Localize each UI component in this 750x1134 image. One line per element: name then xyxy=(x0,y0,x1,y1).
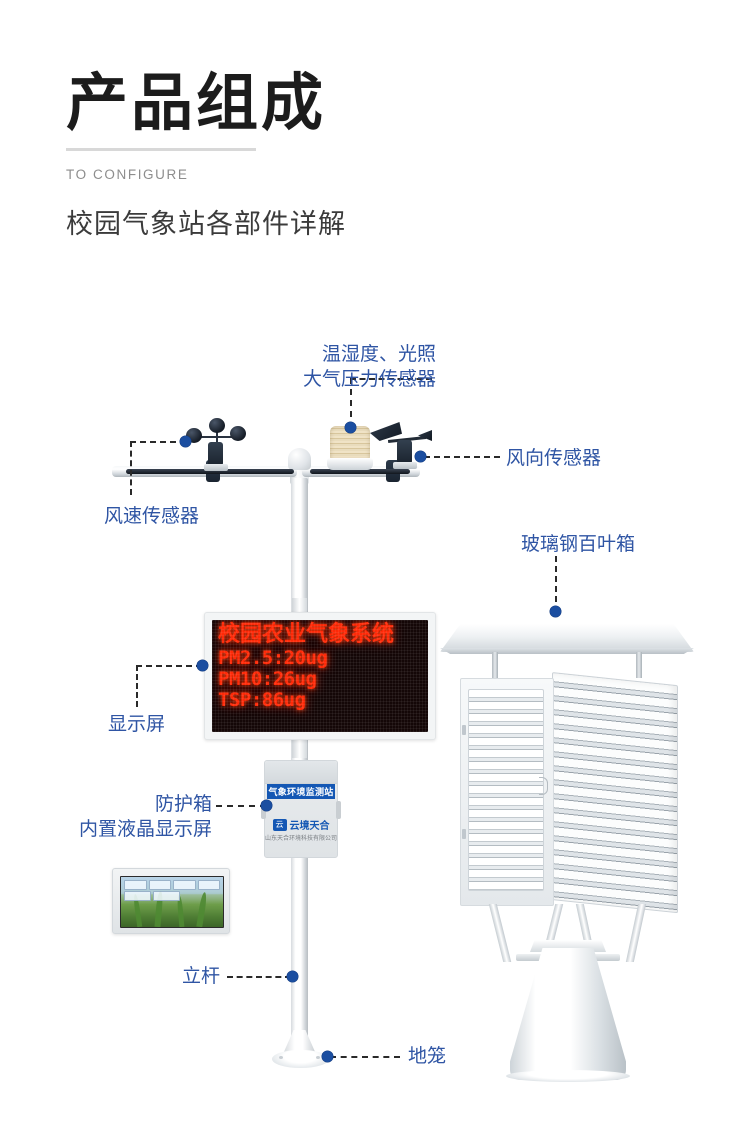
anemometer-body xyxy=(208,442,223,466)
leader-line-protective-box xyxy=(216,805,266,807)
cross-arm-hub xyxy=(288,448,311,470)
callout-label-wind-direction-sensor: 风向传感器 xyxy=(506,447,602,469)
leader-dot-louvered-box xyxy=(550,606,561,617)
sensor-cable-left xyxy=(126,469,294,474)
callout-label-wind-speed-sensor: 风速传感器 xyxy=(104,505,200,527)
callout-label-frp-louvered-box: 玻璃钢百叶箱 xyxy=(521,533,636,555)
protective-box-lid xyxy=(265,761,337,784)
callout-line-2: 大气压力传感器 xyxy=(302,368,436,391)
lcd-data-cell xyxy=(152,891,180,901)
frp-louvered-screen-box xyxy=(432,618,702,1082)
louvered-box-body xyxy=(460,672,678,914)
wind-vane-tip xyxy=(418,430,432,441)
callout-label-pole: 立杆 xyxy=(182,965,221,987)
protective-box-bracket-right xyxy=(336,801,341,819)
led-row-pm25: PM2.5:20ug xyxy=(218,647,328,669)
lcd-screen-surface xyxy=(120,876,224,928)
brand-logo-icon: 云 xyxy=(272,818,287,831)
led-display-screen: 校园农业气象系统 PM2.5:20ug PM10:26ug TSP:86ug xyxy=(204,612,436,740)
stand-leg xyxy=(625,904,647,962)
pedestal-column xyxy=(510,948,626,1080)
page-subtitle-en: TO CONFIGURE xyxy=(66,167,189,182)
lcd-data-cell xyxy=(197,880,220,890)
page-title: 产品组成 xyxy=(66,66,327,139)
product-diagram: 校园农业气象系统 PM2.5:20ug PM10:26ug TSP:86ug 气… xyxy=(0,300,750,1120)
callout-label-display-screen: 显示屏 xyxy=(108,713,166,735)
leader-line-wind-speed-horizontal xyxy=(130,441,186,443)
anemometer-cup-3 xyxy=(209,418,225,433)
stand-leg xyxy=(488,904,512,962)
led-title-text: 校园农业气象系统 xyxy=(218,622,395,647)
protective-box-banner: 气象环境监测站 xyxy=(267,784,335,799)
brand-name-text: 云境天合 xyxy=(289,821,330,832)
pedestal-foot xyxy=(506,1070,630,1082)
led-row-pm10: PM10:26ug xyxy=(218,668,317,690)
lcd-data-row-1 xyxy=(124,880,220,890)
wind-vane-direction-sensor xyxy=(370,416,432,470)
leader-dot-temp-sensor xyxy=(345,422,356,433)
leader-line-louvered-box xyxy=(555,556,557,612)
title-divider xyxy=(66,148,256,151)
leader-line-display-vertical xyxy=(136,665,138,707)
leader-line-ground-cage xyxy=(330,1056,400,1058)
wind-vane-mount xyxy=(393,462,417,469)
led-display-mount-bottom xyxy=(292,736,307,758)
anemometer-mount xyxy=(204,464,228,471)
louvered-box-door-handle xyxy=(539,777,548,795)
anemometer-spoke-horizontal xyxy=(198,436,238,438)
louvered-box-hinge-bottom xyxy=(462,829,466,839)
leader-line-temp-sensor-horizontal xyxy=(350,378,432,380)
callout-line-1: 温湿度、光照 xyxy=(321,343,436,365)
callout-label-ground-cage: 地笼 xyxy=(408,1045,447,1067)
wind-vane-body xyxy=(397,440,412,464)
lcd-data-cell xyxy=(148,880,171,890)
led-row-tsp: TSP:86ug xyxy=(218,689,306,711)
lcd-data-row-2 xyxy=(124,891,220,901)
lcd-data-cell xyxy=(173,880,196,890)
leader-dot-wind-speed xyxy=(180,436,191,447)
leader-line-display-horizontal xyxy=(136,665,202,667)
led-screen-surface: 校园农业气象系统 PM2.5:20ug PM10:26ug TSP:86ug xyxy=(212,620,428,732)
leader-dot-ground-cage xyxy=(322,1051,333,1062)
protective-box: 气象环境监测站 云 云境天合 山东天合环境科技有限公司 xyxy=(261,760,341,858)
louvered-box-side-panel xyxy=(552,672,678,914)
callout-line-1: 防护箱 xyxy=(154,793,212,815)
sensor-cable-right xyxy=(310,469,410,474)
louvered-box-roof xyxy=(440,624,694,652)
company-name-text: 山东天合环境科技有限公司 xyxy=(265,835,338,842)
leader-line-temp-sensor-vertical xyxy=(350,378,352,428)
anemometer-wind-speed-sensor xyxy=(186,418,248,471)
lcd-data-cell xyxy=(124,880,147,890)
callout-label-protective-box: 防护箱 内置液晶显示屏 xyxy=(20,792,212,842)
louvered-box-roof-edge xyxy=(440,648,694,654)
leader-line-pole xyxy=(227,976,291,978)
lcd-data-cell xyxy=(124,891,151,901)
page-subtitle-zh: 校园气象站各部件详解 xyxy=(66,209,346,240)
leader-dot-wind-direction xyxy=(415,451,426,462)
radiation-shield-base xyxy=(327,458,373,470)
leader-line-wind-speed-vertical xyxy=(130,441,132,495)
anemometer-cup-2 xyxy=(230,426,246,441)
built-in-lcd-monitor xyxy=(112,868,230,934)
ground-cage-base-plate xyxy=(272,1050,329,1068)
leader-line-wind-direction xyxy=(424,456,500,458)
leader-dot-pole xyxy=(287,971,298,982)
protective-box-logo: 云 云境天合 xyxy=(265,817,337,832)
anemometer-spoke-vertical xyxy=(216,424,218,446)
leader-dot-protective-box xyxy=(261,800,272,811)
callout-line-2: 内置液晶显示屏 xyxy=(78,818,212,841)
callout-label-temp-humidity-light-pressure-sensor: 温湿度、光照 大气压力传感器 xyxy=(258,342,436,392)
louvered-box-front-panel xyxy=(460,678,554,906)
louvered-box-hinge-top xyxy=(462,725,466,735)
louvered-box-roof-post-left xyxy=(492,652,498,678)
leader-dot-display xyxy=(197,660,208,671)
page-header: 产品组成 TO CONFIGURE 校园气象站各部件详解 xyxy=(66,72,706,241)
louvered-box-roof-post-right xyxy=(636,652,642,678)
louvered-box-door xyxy=(468,689,544,891)
